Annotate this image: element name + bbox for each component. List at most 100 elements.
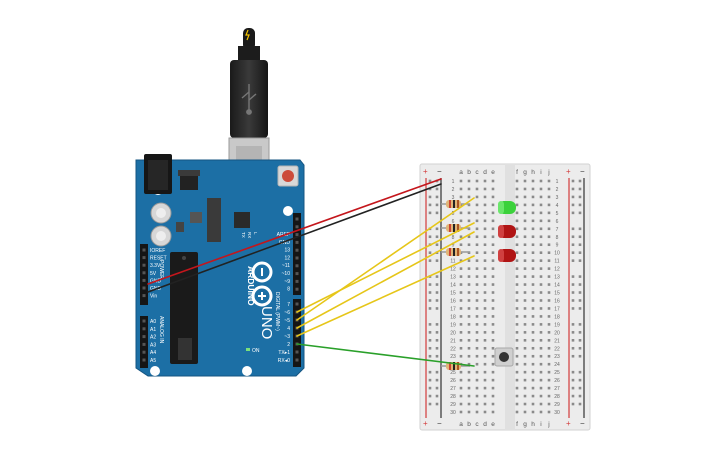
breadboard-hole[interactable] <box>475 386 479 390</box>
breadboard-hole[interactable] <box>523 323 527 326</box>
breadboard-hole[interactable] <box>531 323 535 326</box>
breadboard-hole[interactable] <box>547 235 551 239</box>
rail-hole[interactable] <box>578 259 582 262</box>
breadboard-hole[interactable] <box>467 394 471 398</box>
breadboard-hole[interactable] <box>531 386 535 390</box>
breadboard-hole[interactable] <box>467 339 471 342</box>
rail-hole[interactable] <box>428 203 432 207</box>
rail-hole[interactable] <box>428 394 432 398</box>
rail-hole[interactable] <box>428 323 432 326</box>
rail-hole[interactable] <box>578 195 582 199</box>
breadboard-hole[interactable] <box>547 410 551 414</box>
breadboard-hole[interactable] <box>547 219 551 223</box>
breadboard-hole[interactable] <box>459 386 463 390</box>
resistor[interactable] <box>441 224 470 232</box>
breadboard-hole[interactable] <box>523 179 527 183</box>
breadboard-hole[interactable] <box>515 195 519 199</box>
breadboard-hole[interactable] <box>491 354 495 358</box>
rail-hole[interactable] <box>578 386 582 390</box>
breadboard-hole[interactable] <box>515 219 519 223</box>
rail-hole[interactable] <box>428 402 432 406</box>
breadboard-hole[interactable] <box>539 315 543 318</box>
breadboard-hole[interactable] <box>475 235 479 239</box>
breadboard-hole[interactable] <box>475 362 479 366</box>
breadboard-hole[interactable] <box>539 394 543 398</box>
header-pin[interactable] <box>295 350 299 354</box>
breadboard-hole[interactable] <box>475 299 479 302</box>
breadboard-hole[interactable] <box>547 283 551 286</box>
breadboard-hole[interactable] <box>547 291 551 294</box>
breadboard-hole[interactable] <box>547 195 551 199</box>
breadboard-hole[interactable] <box>483 283 487 286</box>
breadboard-hole[interactable] <box>515 402 519 406</box>
breadboard-hole[interactable] <box>491 362 495 366</box>
rail-hole[interactable] <box>571 179 575 183</box>
breadboard-hole[interactable] <box>531 291 535 294</box>
breadboard-hole[interactable] <box>467 291 471 294</box>
rail-hole[interactable] <box>428 235 432 239</box>
rail-hole[interactable] <box>571 251 575 254</box>
rail-hole[interactable] <box>571 370 575 374</box>
rail-hole[interactable] <box>578 235 582 239</box>
rail-hole[interactable] <box>435 187 439 191</box>
breadboard-hole[interactable] <box>547 307 551 310</box>
breadboard-hole[interactable] <box>467 307 471 310</box>
breadboard-hole[interactable] <box>531 267 535 270</box>
breadboard-hole[interactable] <box>491 299 495 302</box>
breadboard-hole[interactable] <box>547 211 551 215</box>
rail-hole[interactable] <box>428 331 432 334</box>
rail-hole[interactable] <box>428 354 432 358</box>
breadboard-hole[interactable] <box>531 346 535 350</box>
rail-hole[interactable] <box>578 299 582 302</box>
breadboard-hole[interactable] <box>475 315 479 318</box>
breadboard-hole[interactable] <box>531 227 535 231</box>
rail-hole[interactable] <box>578 307 582 310</box>
led-red[interactable] <box>498 225 516 238</box>
breadboard-hole[interactable] <box>491 378 495 382</box>
breadboard-hole[interactable] <box>547 227 551 231</box>
breadboard-hole[interactable] <box>531 402 535 406</box>
breadboard-hole[interactable] <box>539 362 543 366</box>
rail-hole[interactable] <box>435 235 439 239</box>
breadboard-hole[interactable] <box>483 394 487 398</box>
breadboard-hole[interactable] <box>459 331 463 334</box>
breadboard-hole[interactable] <box>467 378 471 382</box>
breadboard-hole[interactable] <box>475 354 479 358</box>
breadboard-hole[interactable] <box>547 275 551 278</box>
breadboard-hole[interactable] <box>483 315 487 318</box>
breadboard-hole[interactable] <box>483 370 487 374</box>
breadboard-hole[interactable] <box>523 362 527 366</box>
breadboard-hole[interactable] <box>547 251 551 254</box>
rail-hole[interactable] <box>435 291 439 294</box>
breadboard-hole[interactable] <box>467 331 471 334</box>
breadboard-hole[interactable] <box>523 386 527 390</box>
breadboard-hole[interactable] <box>523 315 527 318</box>
breadboard-hole[interactable] <box>547 203 551 207</box>
rail-hole[interactable] <box>578 339 582 342</box>
breadboard-hole[interactable] <box>547 259 551 262</box>
breadboard-hole[interactable] <box>483 307 487 310</box>
breadboard-hole[interactable] <box>515 339 519 342</box>
rail-hole[interactable] <box>435 378 439 382</box>
reset-button[interactable] <box>277 165 299 187</box>
breadboard-hole[interactable] <box>491 291 495 294</box>
breadboard-hole[interactable] <box>475 370 479 374</box>
breadboard-hole[interactable] <box>491 195 495 199</box>
rail-hole[interactable] <box>435 346 439 350</box>
breadboard-hole[interactable] <box>459 378 463 382</box>
breadboard-hole[interactable] <box>547 386 551 390</box>
breadboard-hole[interactable] <box>539 211 543 215</box>
rail-hole[interactable] <box>435 203 439 207</box>
breadboard-hole[interactable] <box>539 283 543 286</box>
breadboard-hole[interactable] <box>459 410 463 414</box>
breadboard-hole[interactable] <box>475 394 479 398</box>
breadboard-hole[interactable] <box>475 259 479 262</box>
breadboard-hole[interactable] <box>467 370 471 374</box>
breadboard-hole[interactable] <box>547 323 551 326</box>
breadboard-hole[interactable] <box>547 339 551 342</box>
breadboard-hole[interactable] <box>475 339 479 342</box>
breadboard-hole[interactable] <box>539 386 543 390</box>
header-pin[interactable] <box>142 342 146 346</box>
header-pin[interactable] <box>295 279 299 283</box>
breadboard-hole[interactable] <box>483 275 487 278</box>
